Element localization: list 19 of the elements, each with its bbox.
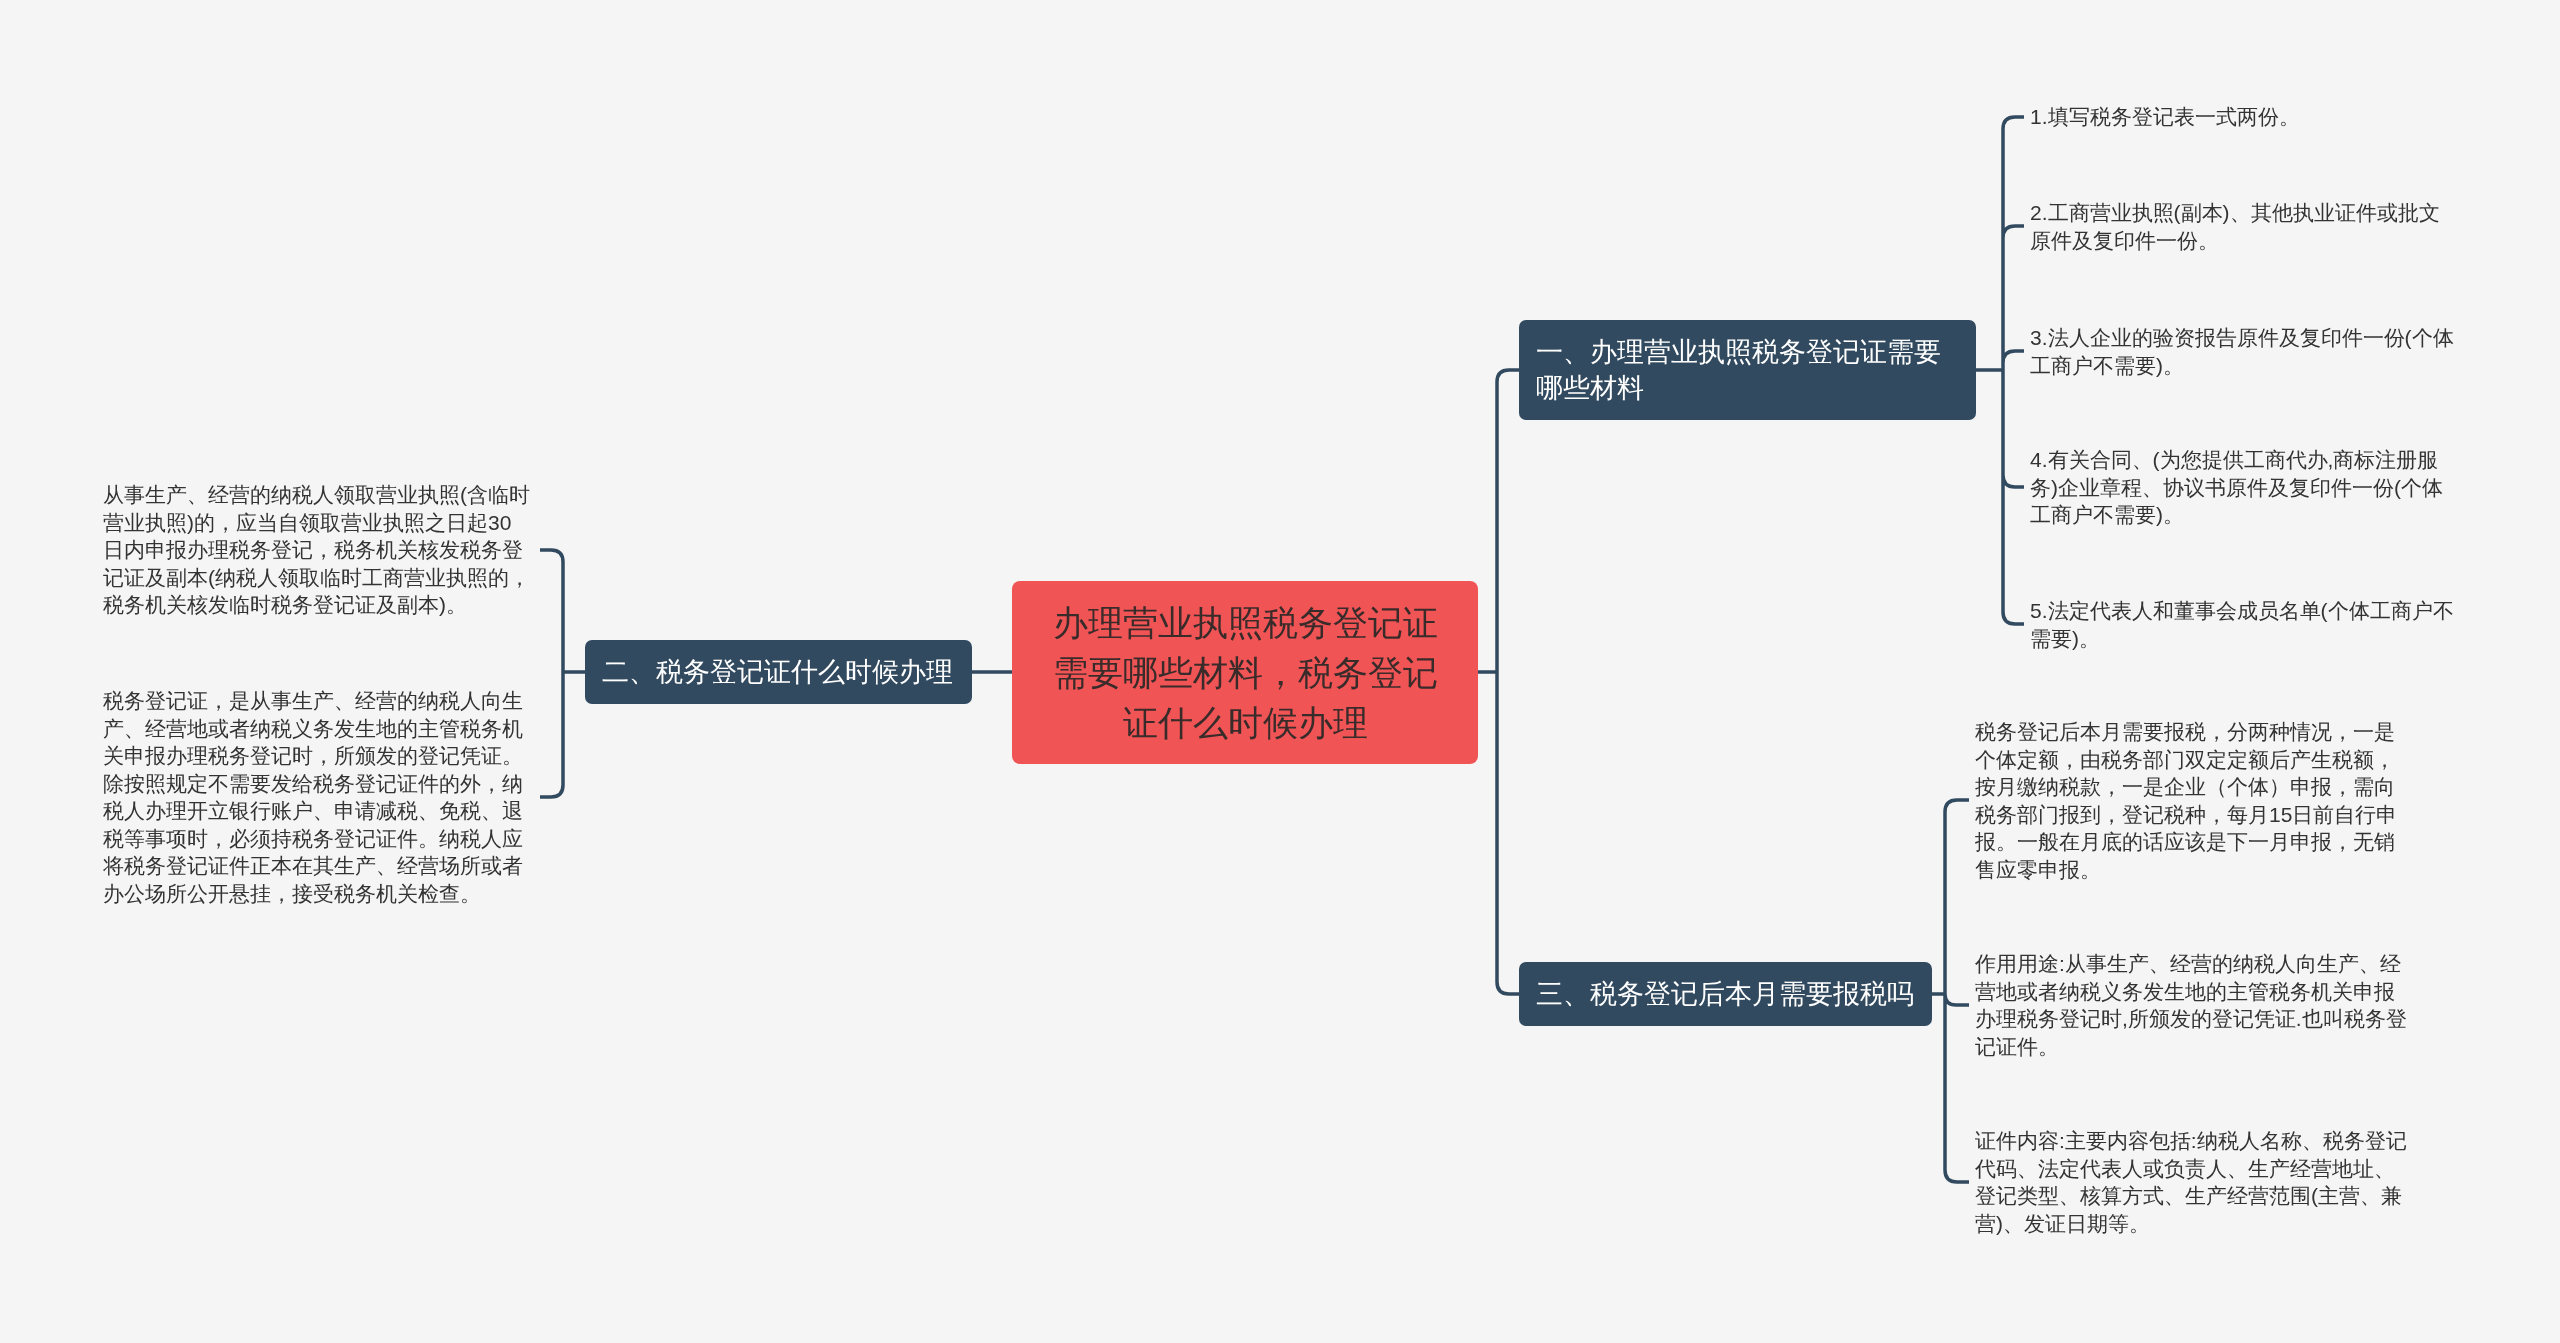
note-text: 1.填写税务登记表一式两份。 — [2024, 103, 2458, 131]
connector-line — [538, 548, 587, 799]
note-text: 证件内容:主要内容包括:纳税人名称、税务登记代码、法定代表人或负责人、生产经营地址、登记类型、核算方式、生产经营范围(主营、兼营)、发证日期等。 — [1969, 1127, 2411, 1237]
branch-box: 一、办理营业执照税务登记证需要哪些材料 — [1519, 320, 1976, 420]
connector-line — [972, 670, 1012, 674]
connector-line — [1974, 115, 2026, 626]
branch-box: 三、税务登记后本月需要报税吗 — [1519, 962, 1932, 1026]
note-text: 2.工商营业执照(副本)、其他执业证件或批文原件及复印件一份。 — [2024, 199, 2458, 254]
topic-box: 办理营业执照税务登记证需要哪些材料，税务登记证什么时候办理 — [1012, 581, 1478, 764]
note-text: 3.法人企业的验资报告原件及复印件一份(个体工商户不需要)。 — [2024, 324, 2458, 379]
note-text: 4.有关合同、(为您提供工商代办,商标注册服务)企业章程、协议书原件及复印件一份(个体工商户不需要)。 — [2024, 446, 2458, 529]
note-text: 税务登记证，是从事生产、经营的纳税人向生产、经营地或者纳税义务发生地的主管税务机关申报办理税务登记时，所颁发的登记凭证。除按照规定不需要发给税务登记证件的外，纳税人办理开立银行账户、申请减税、免税、退税等事项时，必须持税务登记证件。纳税人应将税务登记证件正本在其生产、经营场所或者办公场所公开悬挂，接受税务机关检查。 — [103, 687, 540, 907]
connector-line — [1930, 798, 1971, 1184]
note-text: 5.法定代表人和董事会成员名单(个体工商户不需要)。 — [2024, 597, 2458, 652]
note-text: 从事生产、经营的纳税人领取营业执照(含临时营业执照)的，应当自领取营业执照之日起30日内申报办理税务登记，税务机关核发税务登记证及副本(纳税人领取临时工商营业执照的，税务机关核发临时税务登记证及副本)。 — [103, 481, 540, 619]
connector-line — [1476, 368, 1521, 996]
branch-box: 二、税务登记证什么时候办理 — [585, 640, 972, 704]
note-text: 税务登记后本月需要报税，分两种情况，一是个体定额，由税务部门双定定额后产生税额，按月缴纳税款，一是企业（个体）申报，需向税务部门报到，登记税种，每月15日前自行申报。一般在月底的话应该是下一月申报，无销售应零申报。 — [1969, 718, 2411, 883]
note-text: 作用用途:从事生产、经营的纳税人向生产、经营地或者纳税义务发生地的主管税务机关申报办理税务登记时,所颁发的登记凭证.也叫税务登记证件。 — [1969, 950, 2411, 1060]
